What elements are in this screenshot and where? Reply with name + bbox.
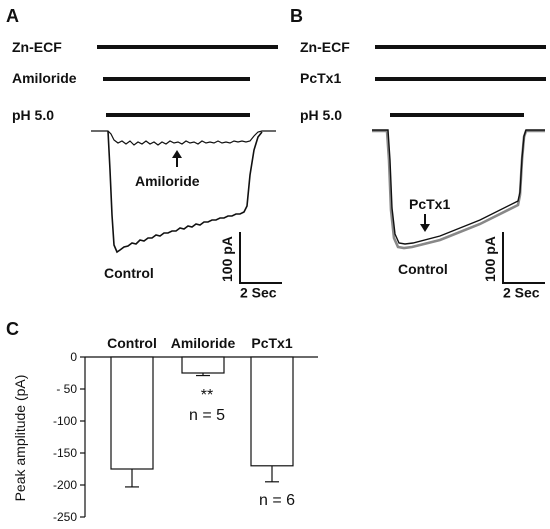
panel-a-label-amiloride: Amiloride (135, 173, 200, 189)
panel-a-scale-time: 2 Sec (240, 284, 277, 300)
y-tick-label: 0 (70, 350, 77, 364)
panel-a-trace-amiloride (91, 130, 276, 146)
panel-b-scale-bar (502, 232, 545, 284)
panel-b-letter: B (290, 6, 303, 26)
panel-b-condition-pctx1: PcTx1 (300, 70, 341, 86)
panel-b-scale-time: 2 Sec (503, 284, 540, 300)
panel-a-condition-ph: pH 5.0 (12, 107, 54, 123)
category-label: Amiloride (171, 335, 236, 351)
panel-a-condition-zn-ecf: Zn-ECF (12, 39, 62, 55)
panel-a-letter: A (6, 6, 19, 26)
up-arrow-icon (172, 150, 182, 158)
peak-amplitude-chart: 0 - 50 -100 -150 -200 -250 Control Amiloride PcT… (53, 335, 318, 524)
panel-a-scale-bar (239, 232, 282, 284)
panel-b-label-control: Control (398, 261, 448, 277)
panel-b-trace-pctx1 (372, 129, 545, 245)
y-tick-label: - 50 (56, 382, 77, 396)
panel-a-label-control: Control (104, 265, 154, 281)
bar-control (110, 356, 154, 470)
panel-a-trace-control (107, 130, 263, 254)
significance-marker: ** (201, 387, 213, 404)
down-arrow-icon (420, 224, 430, 232)
y-tick-label: -200 (53, 478, 77, 492)
category-label: Control (107, 335, 157, 351)
bar-pctx1 (250, 356, 294, 467)
panel-b-label-pctx1: PcTx1 (409, 196, 450, 212)
y-tick-label: -100 (53, 414, 77, 428)
category-label: PcTx1 (251, 335, 292, 351)
panel-b-condition-zn-ecf: Zn-ECF (300, 39, 350, 55)
panel-b-trace-control (372, 129, 545, 250)
panel-c-letter: C (6, 319, 19, 339)
n-amiloride: n = 5 (189, 407, 225, 424)
panel-a-scale-current: 100 pA (219, 236, 235, 282)
panel-a-condition-amiloride: Amiloride (12, 70, 77, 86)
chart-y-axis-label: Peak amplitude (pA) (12, 375, 28, 502)
y-tick-label: -250 (53, 510, 77, 524)
bar-amiloride (181, 356, 225, 374)
n-pctx1: n = 6 (259, 492, 295, 509)
panel-b-condition-ph: pH 5.0 (300, 107, 342, 123)
y-tick-label: -150 (53, 446, 77, 460)
panel-b-scale-current: 100 pA (482, 236, 498, 282)
